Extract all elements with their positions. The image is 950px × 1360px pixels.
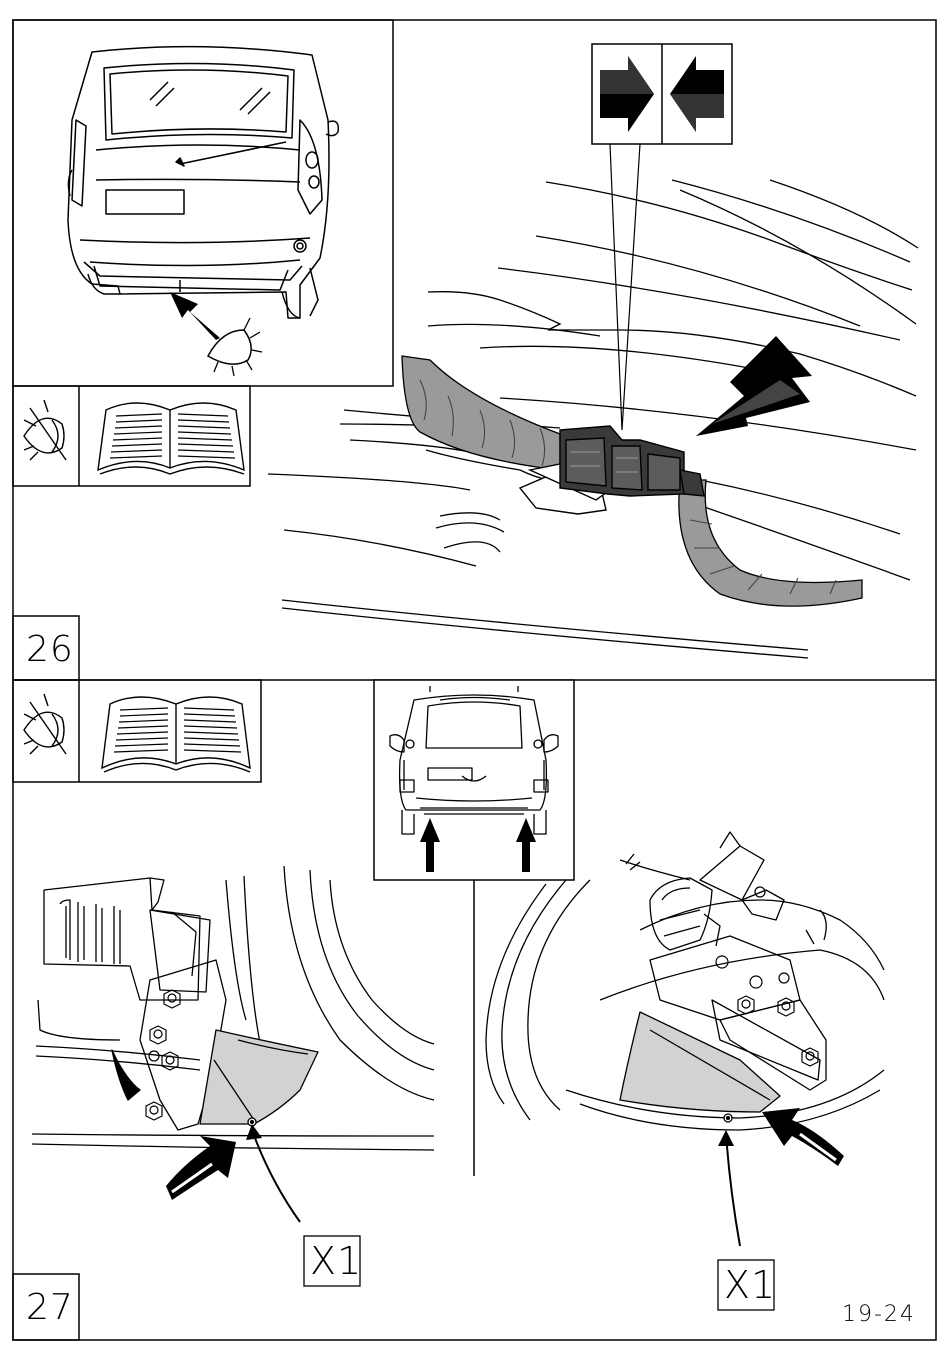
eye-inspect-icon [24,694,66,754]
step-27-number: 27 [26,1290,74,1326]
left-side-detail [32,866,434,1150]
open-manual-icon [102,697,250,772]
x1-callout-right: X1 [724,1266,776,1304]
open-manual-icon [98,403,244,474]
van-rear-illustration [68,47,338,318]
connector-plug-icon [592,44,732,430]
eye-inspect-icon [24,400,66,460]
connector-pointer-arrow [696,336,812,436]
van-rear-inset-frame [13,20,393,386]
step-26-number: 26 [26,632,74,668]
harness-connector [560,426,704,496]
mud-flap-plate [200,1030,318,1124]
view-direction-arrow [170,292,262,376]
step-26-panel [13,20,918,680]
mud-flap-plate [620,1012,780,1112]
document-code: 19-24 [842,1304,916,1326]
step-27-panel [13,680,884,1340]
x1-callout-left: X1 [310,1242,362,1280]
